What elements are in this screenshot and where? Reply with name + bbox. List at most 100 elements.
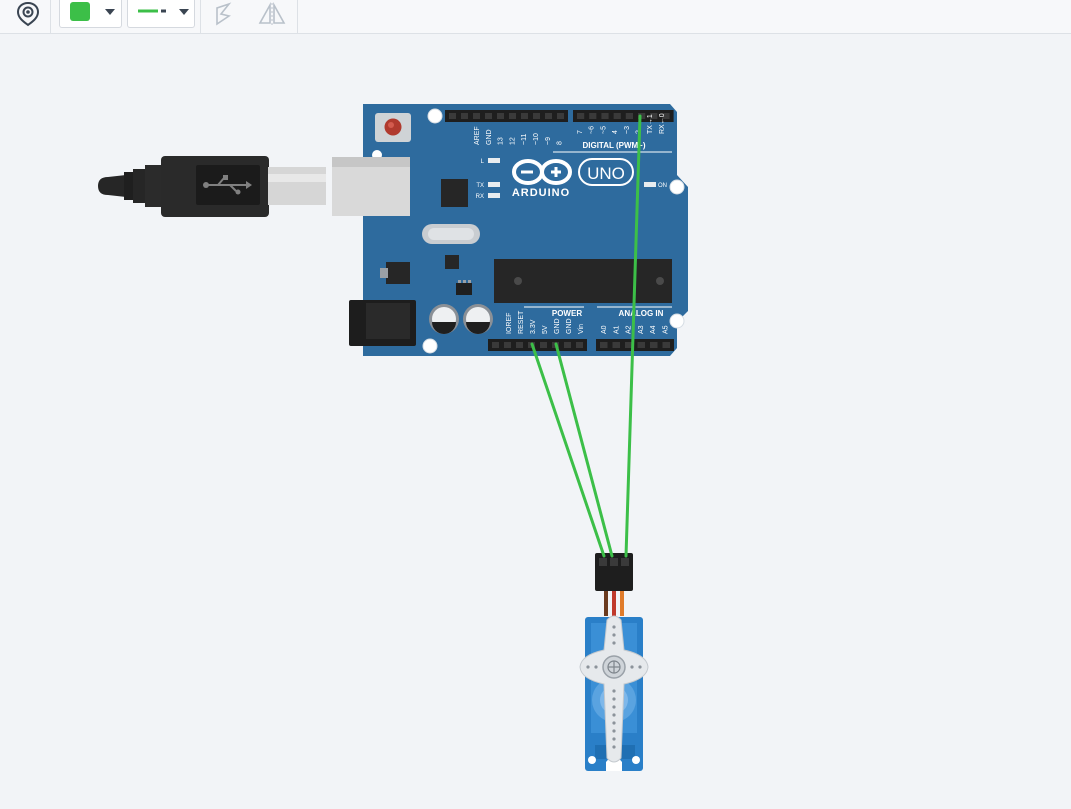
led-rx (488, 193, 500, 198)
pin-label: 13 (498, 137, 505, 145)
led-tx-label: TX (476, 183, 484, 189)
pin-label: GND (554, 318, 561, 334)
header-pin[interactable] (637, 342, 646, 348)
pin-label: A3 (638, 325, 645, 334)
pin-label: GND (566, 318, 573, 334)
pin-label: Vin (578, 324, 585, 334)
brand-label: ARDUINO (512, 187, 570, 199)
view-toggle-button[interactable] (12, 0, 44, 28)
pin-label: ~6 (589, 126, 596, 134)
header-pin[interactable] (662, 113, 670, 119)
digital-header-label: DIGITAL (PWM~) (582, 141, 645, 150)
header-pin[interactable] (613, 113, 621, 119)
pin-label: TX→1 (647, 114, 654, 134)
header-pin[interactable] (577, 113, 585, 119)
header-pin[interactable] (516, 342, 523, 348)
led-on-label: ON (658, 183, 667, 189)
header-pin[interactable] (485, 113, 492, 119)
servo-horn[interactable] (579, 615, 649, 763)
wire-pin-3[interactable] (624, 114, 642, 558)
header-pin[interactable] (589, 113, 597, 119)
pin-labels: AREFGND1312~11~10~987~6~54~32TX→1RX←0IOR… (474, 113, 670, 334)
header-pin[interactable] (638, 113, 646, 119)
small-chip (445, 255, 459, 269)
pin-label: A1 (613, 325, 620, 334)
analog-header[interactable] (596, 339, 674, 351)
led-tx (488, 182, 500, 187)
header-pin[interactable] (497, 113, 504, 119)
color-swatch-icon (70, 2, 90, 21)
pin-label: ~3 (624, 126, 631, 134)
toolbar-separator (200, 0, 201, 33)
capacitor (429, 304, 459, 334)
wire-5v[interactable] (530, 342, 606, 558)
led-l (488, 158, 500, 163)
servo-lead-signal (620, 590, 624, 616)
wire-gnd[interactable] (554, 342, 614, 558)
servo-connector[interactable] (595, 553, 633, 591)
wire-color-dropdown[interactable] (59, 0, 122, 28)
header-pin[interactable] (625, 342, 633, 348)
usb-chip (441, 179, 468, 207)
wires[interactable] (530, 114, 642, 558)
arduino-logo (512, 159, 572, 185)
led-on (644, 182, 656, 187)
servo-lead-ground (604, 590, 608, 616)
capacitor (463, 304, 493, 334)
header-pin[interactable] (600, 342, 608, 348)
mounting-hole (669, 179, 685, 195)
header-pin[interactable] (612, 342, 621, 348)
header-pin[interactable] (650, 342, 658, 348)
power-header[interactable] (488, 339, 587, 351)
pin-label: 3.3V (530, 319, 537, 334)
header-pin[interactable] (521, 113, 528, 119)
model-badge (578, 158, 634, 186)
header-pin[interactable] (601, 113, 609, 119)
header-pin[interactable] (557, 113, 564, 119)
reset-button[interactable] (375, 113, 411, 142)
analog-header-label: ANALOG IN (619, 309, 664, 318)
header-pin[interactable] (650, 113, 658, 119)
toolbar (0, 0, 1071, 34)
header-pin[interactable] (504, 342, 511, 348)
mounting-hole (427, 108, 443, 124)
header-pin[interactable] (461, 113, 468, 119)
header-pin[interactable] (540, 342, 547, 348)
pin-label: GND (486, 129, 493, 145)
rotate-button[interactable] (207, 0, 239, 28)
pin-label: A4 (650, 325, 657, 334)
servo-motor[interactable] (579, 553, 649, 771)
chevron-down-icon (105, 9, 115, 15)
flip-icon (258, 2, 286, 25)
voltage-regulator (386, 262, 410, 284)
header-pin[interactable] (576, 342, 583, 348)
pin-label: 7 (577, 130, 584, 134)
header-pin[interactable] (662, 342, 671, 348)
pin-label: RESET (518, 310, 525, 334)
header-pin[interactable] (545, 113, 552, 119)
pin-label: 5V (542, 325, 549, 334)
header-pin[interactable] (533, 113, 540, 119)
eye-shield-icon (16, 1, 40, 27)
wire-style-icon (138, 9, 166, 13)
header-pin[interactable] (473, 113, 480, 119)
led-rx-label: RX (476, 194, 484, 200)
digital-header-right[interactable] (573, 110, 674, 122)
header-pin[interactable] (449, 113, 456, 119)
pin-label: ~5 (600, 126, 607, 134)
flip-button[interactable] (255, 0, 289, 28)
header-pin[interactable] (509, 113, 516, 119)
mounting-hole (669, 313, 685, 329)
arduino-uno-board[interactable]: ARDUINO UNO L TX RX ON DIGITAL (PWM~) PO… (332, 104, 688, 356)
digital-header-left[interactable] (445, 110, 568, 122)
header-pin[interactable] (564, 342, 571, 348)
pin-label: IOREF (506, 313, 513, 334)
header-pin[interactable] (492, 342, 499, 348)
usb-cable[interactable] (98, 156, 326, 217)
header-pin[interactable] (625, 113, 633, 119)
toolbar-separator (50, 0, 51, 33)
led-l-label: L (481, 159, 485, 165)
power-header-label: POWER (552, 309, 582, 318)
wire-type-dropdown[interactable] (127, 0, 195, 28)
circuit-workspace[interactable]: ARDUINO UNO L TX RX ON DIGITAL (PWM~) PO… (0, 34, 1071, 809)
